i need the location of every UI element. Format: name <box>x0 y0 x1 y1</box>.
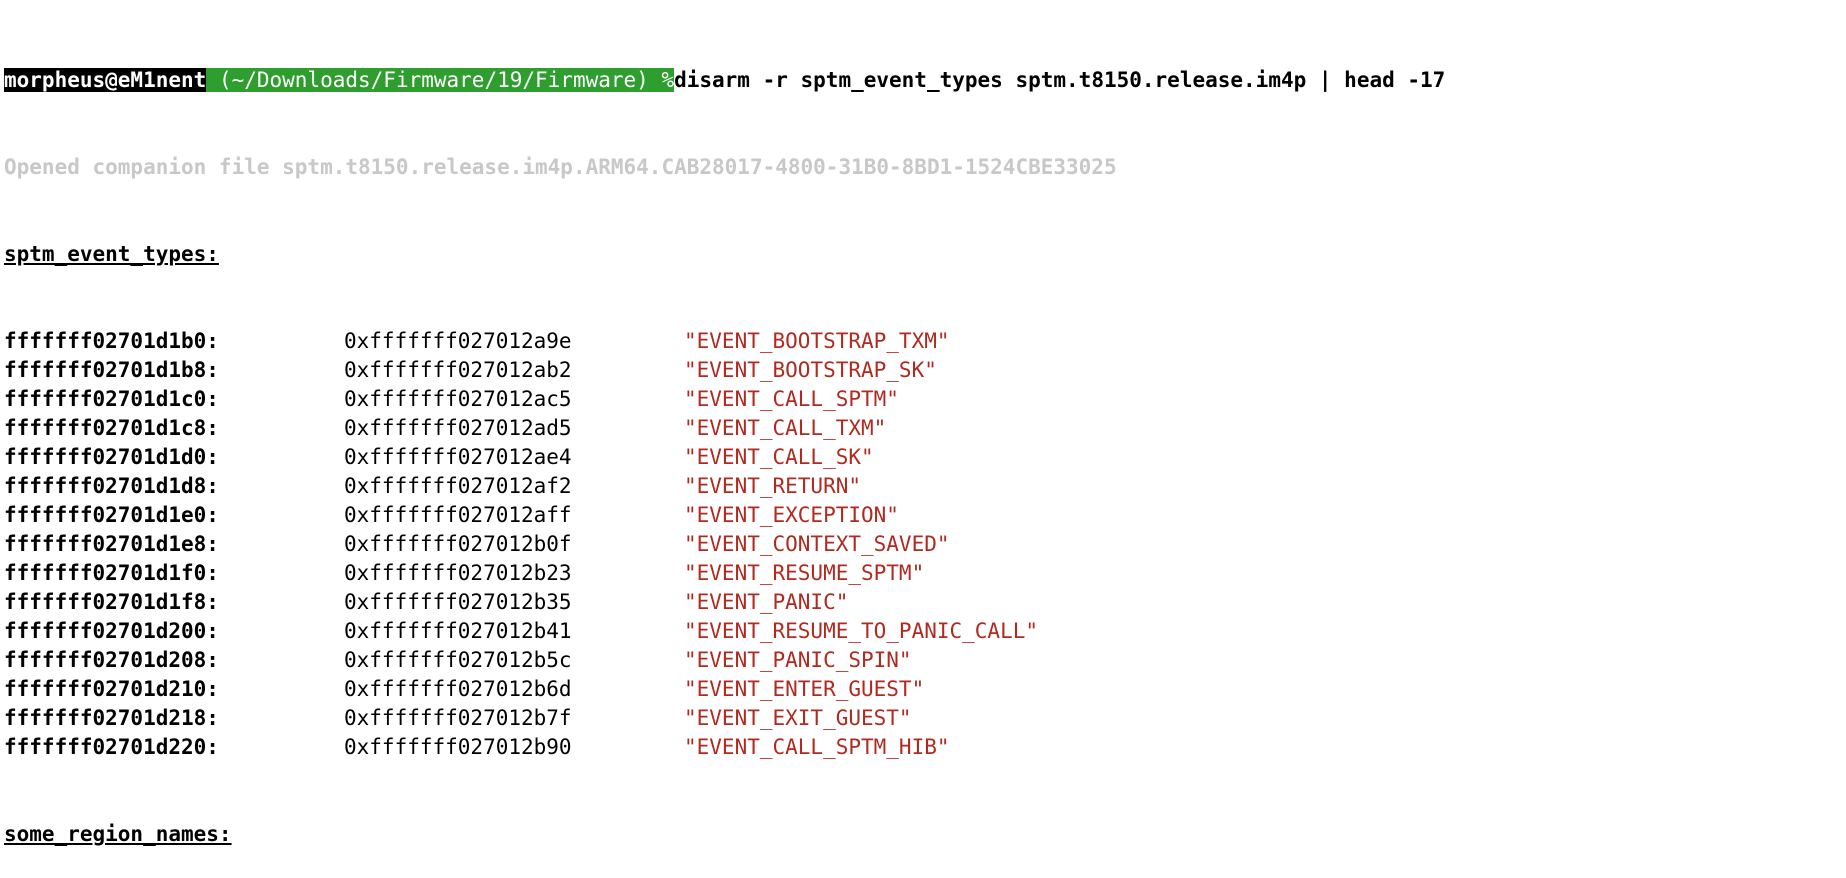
row-string: "EVENT_CALL_SPTM_HIB" <box>684 735 950 759</box>
row-address: fffffff02701d1c8: <box>4 416 219 440</box>
prompt-path: (~/Downloads/Firmware/19/Firmware) % <box>206 68 675 92</box>
row-address: fffffff02701d1c0: <box>4 387 219 411</box>
row-address: fffffff02701d1d0: <box>4 445 219 469</box>
row-address: fffffff02701d1d8: <box>4 474 219 498</box>
row-address: fffffff02701d1f0: <box>4 561 219 585</box>
list-item: fffffff02701d1b8: 0xfffffff027012ab2 "EVEN… <box>4 356 1846 385</box>
list-item: fffffff02701d1c8: 0xfffffff027012ad5 "EVEN… <box>4 414 1846 443</box>
info-line: Opened companion file sptm.t8150.release… <box>4 155 1117 179</box>
row-address: fffffff02701d200: <box>4 619 219 643</box>
section-label: sptm_event_types: <box>4 242 219 266</box>
list-item: fffffff02701d210: 0xfffffff027012b6d "EVEN… <box>4 675 1846 704</box>
row-pointer: 0xfffffff027012b5c <box>344 648 572 672</box>
row-pointer: 0xfffffff027012aff <box>344 503 572 527</box>
list-item: fffffff02701d200: 0xfffffff027012b41 "EVEN… <box>4 617 1846 646</box>
terminal-window[interactable]: morpheus@eM1nent (~/Downloads/Firmware/1… <box>0 0 1846 846</box>
row-string: "EVENT_EXCEPTION" <box>684 503 899 527</box>
row-string: "EVENT_ENTER_GUEST" <box>684 677 925 701</box>
row-string: "EVENT_PANIC_SPIN" <box>684 648 912 672</box>
list-item: fffffff02701d1d8: 0xfffffff027012af2 "EVEN… <box>4 472 1846 501</box>
list-item: fffffff02701d220: 0xfffffff027012b90 "EVEN… <box>4 733 1846 762</box>
row-pointer: 0xfffffff027012b90 <box>344 735 572 759</box>
command-text: disarm -r sptm_event_types sptm.t8150.re… <box>674 68 1446 92</box>
list-item: fffffff02701d1e8: 0xfffffff027012b0f "EVEN… <box>4 530 1846 559</box>
row-address: fffffff02701d1f8: <box>4 590 219 614</box>
row-pointer: 0xfffffff027012af2 <box>344 474 572 498</box>
row-pointer: 0xfffffff027012ac5 <box>344 387 572 411</box>
list-item: fffffff02701d1f8: 0xfffffff027012b35 "EVEN… <box>4 588 1846 617</box>
row-address: fffffff02701d1b8: <box>4 358 219 382</box>
row-pointer: 0xfffffff027012b23 <box>344 561 572 585</box>
list-item: fffffff02701d1f0: 0xfffffff027012b23 "EVEN… <box>4 559 1846 588</box>
row-pointer: 0xfffffff027012b0f <box>344 532 572 556</box>
list-item: fffffff02701d1d0: 0xfffffff027012ae4 "EVEN… <box>4 443 1846 472</box>
row-address: fffffff02701d220: <box>4 735 219 759</box>
row-string: "EVENT_RETURN" <box>684 474 862 498</box>
trailing-section-label: some_region_names: <box>4 822 232 846</box>
list-item: fffffff02701d1e0: 0xfffffff027012aff "EVEN… <box>4 501 1846 530</box>
row-pointer: 0xfffffff027012b35 <box>344 590 572 614</box>
row-string: "EVENT_CALL_SPTM" <box>684 387 899 411</box>
row-string: "EVENT_CALL_TXM" <box>684 416 887 440</box>
list-item: fffffff02701d1c0: 0xfffffff027012ac5 "EVEN… <box>4 385 1846 414</box>
row-pointer: 0xfffffff027012a9e <box>344 329 572 353</box>
prompt-line: morpheus@eM1nent (~/Downloads/Firmware/1… <box>4 66 1846 95</box>
row-address: fffffff02701d208: <box>4 648 219 672</box>
row-string: "EVENT_RESUME_TO_PANIC_CALL" <box>684 619 1039 643</box>
row-pointer: 0xfffffff027012b41 <box>344 619 572 643</box>
row-address: fffffff02701d218: <box>4 706 219 730</box>
row-pointer: 0xfffffff027012ae4 <box>344 445 572 469</box>
event-types-list: fffffff02701d1b0: 0xfffffff027012a9e "EVEN… <box>4 327 1846 762</box>
row-pointer: 0xfffffff027012b7f <box>344 706 572 730</box>
list-item: fffffff02701d208: 0xfffffff027012b5c "EVEN… <box>4 646 1846 675</box>
row-string: "EVENT_CONTEXT_SAVED" <box>684 532 950 556</box>
row-pointer: 0xfffffff027012b6d <box>344 677 572 701</box>
row-pointer: 0xfffffff027012ab2 <box>344 358 572 382</box>
row-string: "EVENT_RESUME_SPTM" <box>684 561 925 585</box>
row-string: "EVENT_CALL_SK" <box>684 445 874 469</box>
row-string: "EVENT_PANIC" <box>684 590 849 614</box>
prompt-user: morpheus@eM1nent <box>4 68 207 92</box>
row-string: "EVENT_BOOTSTRAP_SK" <box>684 358 937 382</box>
row-address: fffffff02701d210: <box>4 677 219 701</box>
row-address: fffffff02701d1b0: <box>4 329 219 353</box>
row-address: fffffff02701d1e8: <box>4 532 219 556</box>
row-address: fffffff02701d1e0: <box>4 503 219 527</box>
list-item: fffffff02701d1b0: 0xfffffff027012a9e "EVEN… <box>4 327 1846 356</box>
row-string: "EVENT_EXIT_GUEST" <box>684 706 912 730</box>
row-pointer: 0xfffffff027012ad5 <box>344 416 572 440</box>
row-string: "EVENT_BOOTSTRAP_TXM" <box>684 329 950 353</box>
list-item: fffffff02701d218: 0xfffffff027012b7f "EVEN… <box>4 704 1846 733</box>
